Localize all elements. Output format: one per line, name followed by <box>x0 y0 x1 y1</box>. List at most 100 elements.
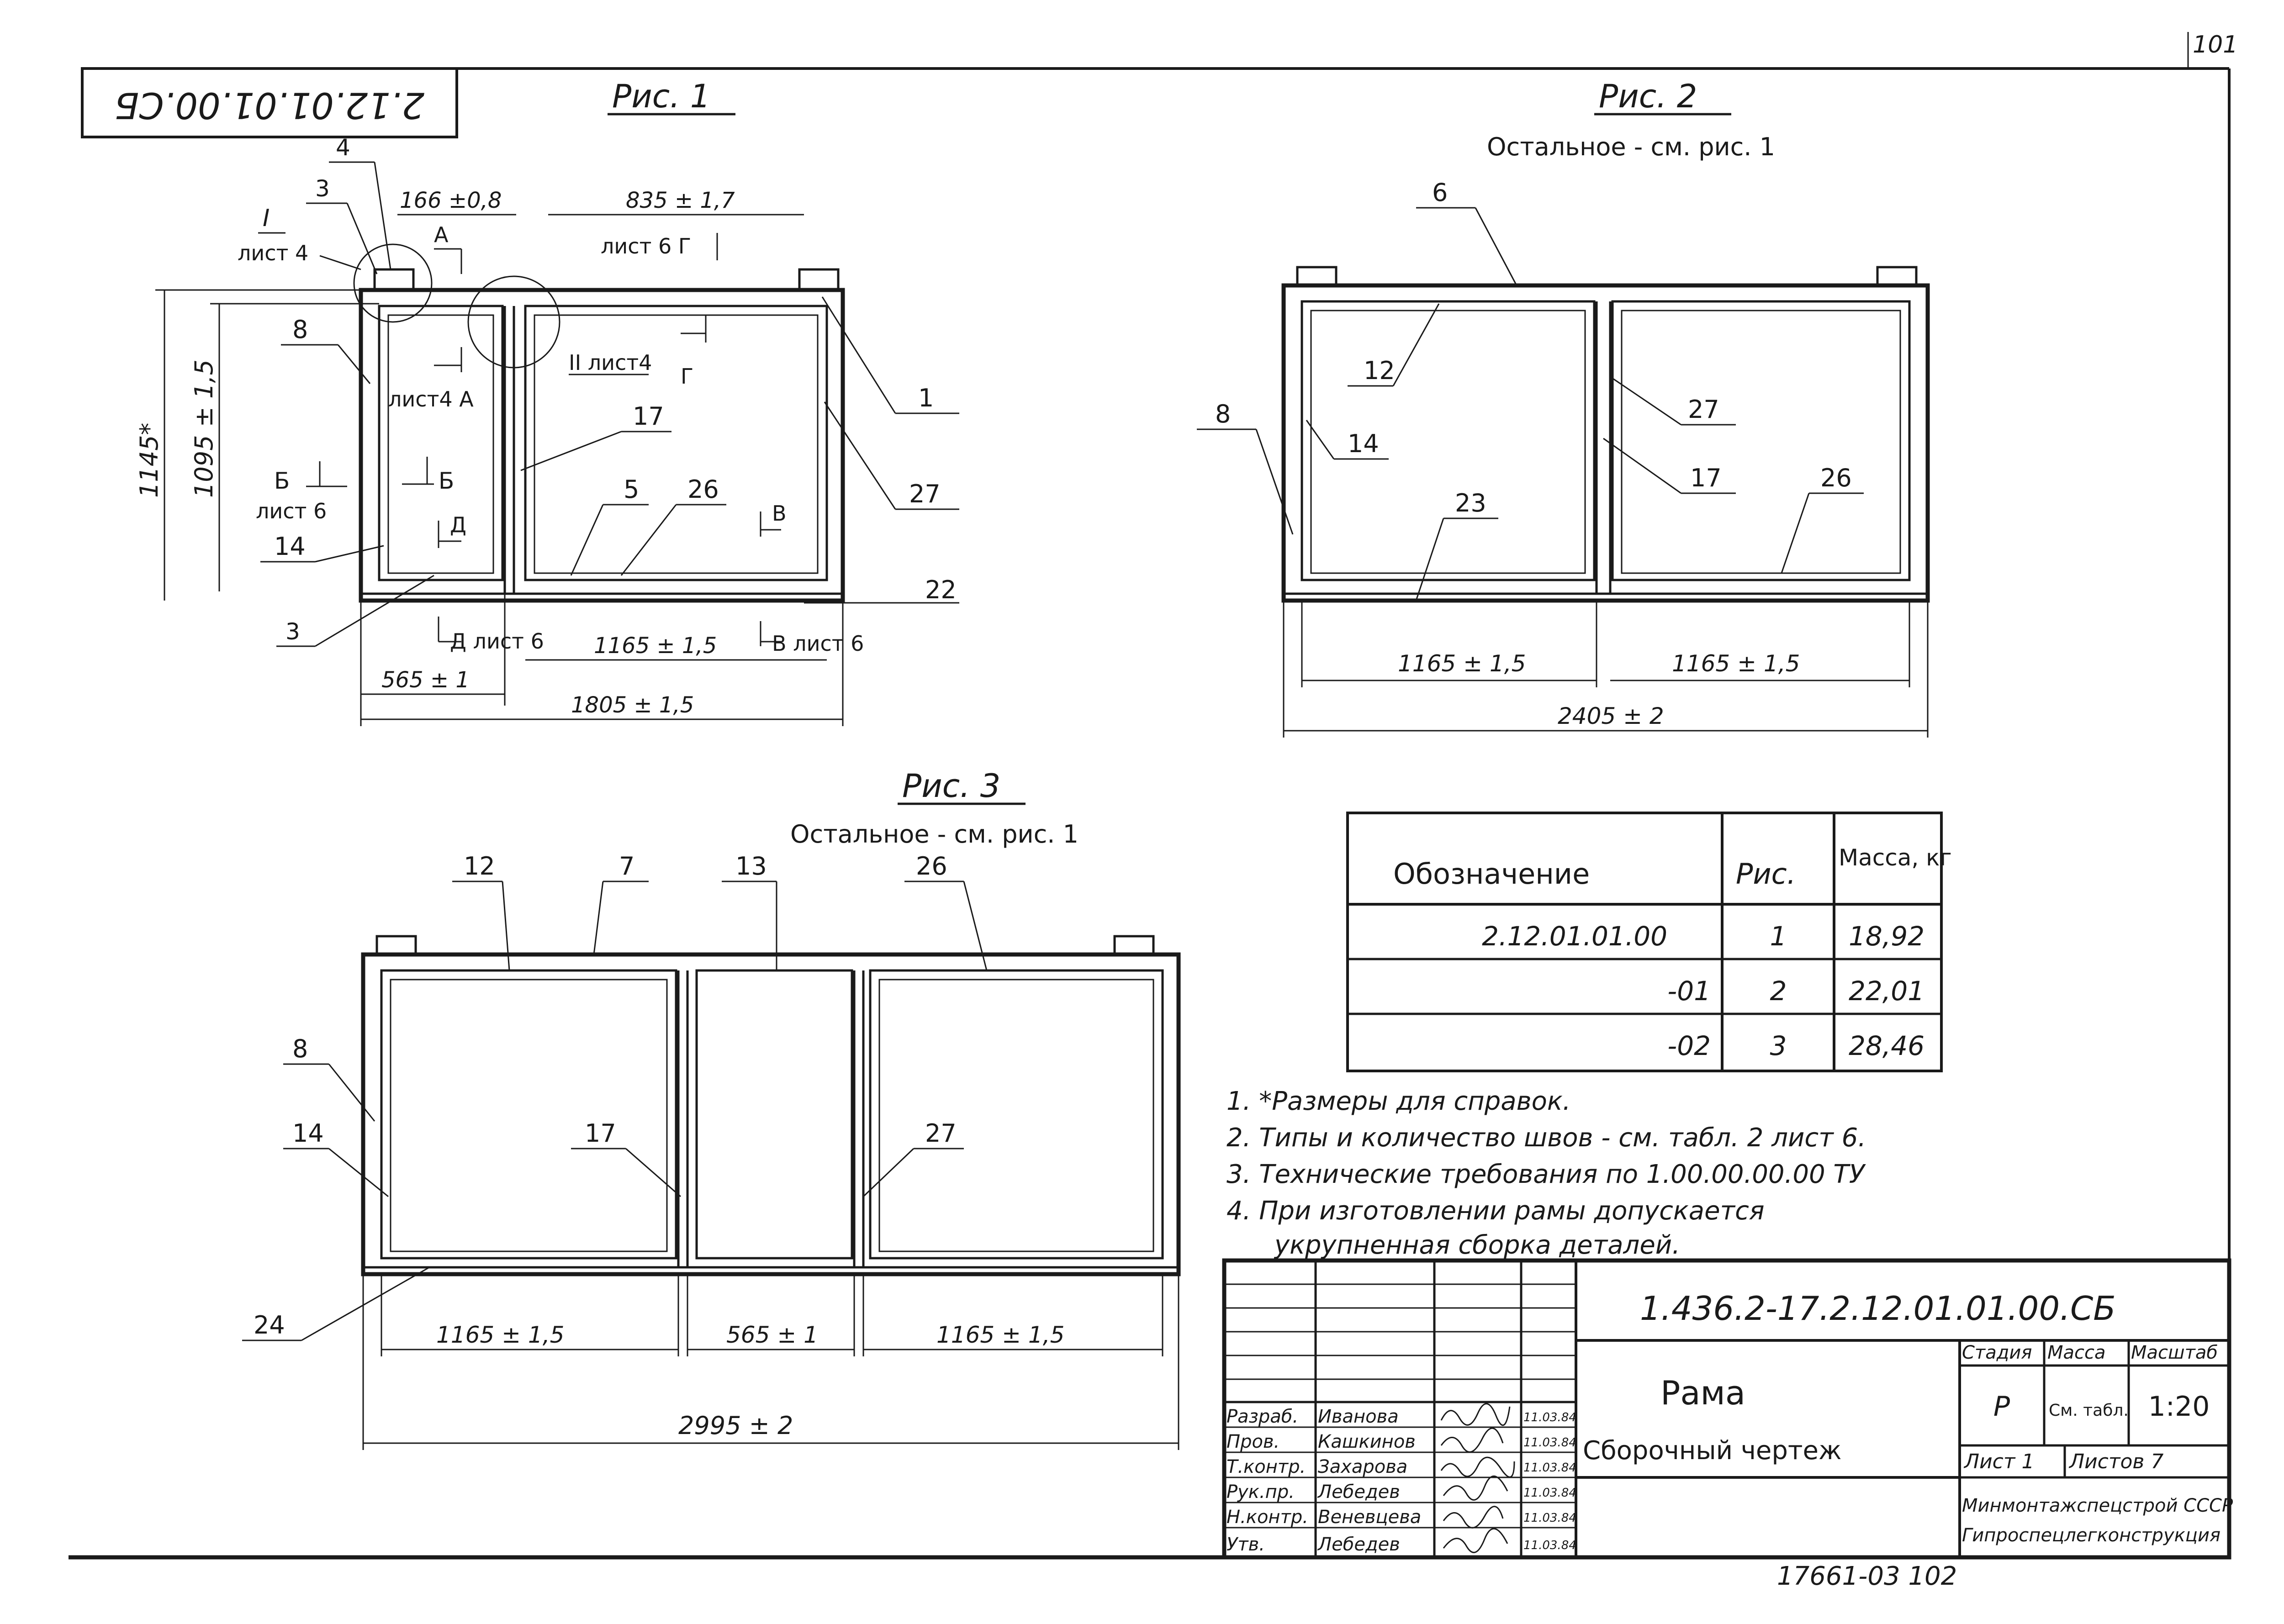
fig3-callout-17: 17 <box>585 1119 616 1148</box>
table-header-mass: Масса, кг <box>1839 844 1952 871</box>
fig2-callouts: 6 12 8 14 27 17 26 23 <box>1197 178 1864 601</box>
fig3-title: Рис. 3 <box>902 767 1000 805</box>
designation: 1.436.2-17.2.12.01.01.00.СБ <box>1640 1289 2116 1328</box>
rotated-stamp: 2.12.01.01.00.СБ <box>81 67 458 138</box>
fig2-callout-8: 8 <box>1215 400 1231 428</box>
date-3: 11.03.84 <box>1523 1461 1576 1475</box>
fig2-callout-26: 26 <box>1820 464 1852 492</box>
fig3-dim-1165a: 1165 ± 1,5 <box>436 1322 564 1348</box>
fig3-callout-7: 7 <box>619 852 634 881</box>
fig1-callout-22: 22 <box>925 575 957 604</box>
note-4: 4. При изготовлении рамы допускается <box>1227 1196 1765 1226</box>
role-6: Утв. <box>1227 1534 1265 1555</box>
fig1-callout-3a: 3 <box>315 175 330 202</box>
table-header-fig: Рис. <box>1736 857 1796 891</box>
fig1-section-I: I <box>263 205 270 232</box>
fig1-callout-5: 5 <box>624 475 639 504</box>
fig1-callout-8: 8 <box>292 315 308 344</box>
doc-type: Сборочный чертеж <box>1583 1436 1841 1466</box>
sheets-label: Листов 7 <box>2068 1450 2163 1473</box>
fig2-callout-14: 14 <box>1348 429 1379 458</box>
fig1-callout-17: 17 <box>633 402 664 431</box>
sheet-label: Лист 1 <box>1963 1450 2034 1473</box>
figure-1: Рис. 1 166 ±0,8 835 ± 1,7 1145* 1095 ± 1 <box>135 78 959 726</box>
table-row-1-mass: 18,92 <box>1849 921 1924 952</box>
name-4: Лебедев <box>1317 1482 1400 1503</box>
fig2-callout-17: 17 <box>1690 464 1722 492</box>
note-4-cont: укрупненная сборка деталей. <box>1274 1230 1680 1260</box>
fig3-callout-24: 24 <box>254 1311 285 1339</box>
scale-value: 1:20 <box>2148 1391 2210 1423</box>
fig1-section-D-top: Д <box>450 512 466 537</box>
figure-3: Рис. 3 Остальное - см. рис. 1 1165 ± 1,5… <box>242 767 1181 1450</box>
stamp-code: 2.12.01.01.00.СБ <box>115 84 425 126</box>
date-5: 11.03.84 <box>1523 1511 1576 1525</box>
name-5: Веневцева <box>1318 1507 1421 1528</box>
fig2-subtitle: Остальное - см. рис. 1 <box>1487 132 1775 161</box>
fig3-subtitle: Остальное - см. рис. 1 <box>790 820 1079 849</box>
fig1-dim-1165: 1165 ± 1,5 <box>594 633 717 659</box>
fig1-dim-1805: 1805 ± 1,5 <box>571 692 694 718</box>
table-row-1-fig: 1 <box>1770 921 1787 952</box>
fig1-section-I-sheet: лист 4 <box>238 241 308 265</box>
note-3: 3. Технические требования по 1.00.00.00.… <box>1227 1160 1866 1189</box>
date-1: 11.03.84 <box>1523 1411 1576 1424</box>
fig2-title: Рис. 2 <box>1599 78 1697 115</box>
date-4: 11.03.84 <box>1523 1486 1576 1500</box>
fig2-callout-27: 27 <box>1688 395 1719 424</box>
fig1-section-B-arrow: Б <box>439 468 454 494</box>
stage-value: Р <box>1993 1391 2010 1423</box>
org-1: Минмонтажспецстрой СССР <box>1962 1495 2233 1516</box>
fig3-callout-14: 14 <box>292 1119 324 1148</box>
signatures <box>1440 1403 1515 1553</box>
fig3-callout-26: 26 <box>916 852 947 881</box>
sheet-number: 101 <box>2193 31 2238 58</box>
fig3-dim-1165b: 1165 ± 1,5 <box>936 1322 1064 1348</box>
table-row-2-designation: -01 <box>1667 975 1711 1007</box>
fig1-section-D-sheet: Д лист 6 <box>450 629 544 654</box>
detail-circle-I <box>353 243 433 323</box>
table-row-1-designation: 2.12.01.01.00 <box>1482 921 1667 952</box>
fig1-callout-1: 1 <box>918 384 934 412</box>
fig1-callouts: 4 3 8 14 3 1 27 17 5 <box>260 134 959 647</box>
notes: 1. *Размеры для справок. 2. Типы и колич… <box>1227 1086 1866 1260</box>
fig1-section-marks: I лист 4 А лист4 А II лист4 лист 6 Г Г Б… <box>238 205 864 656</box>
part-name: Рама <box>1660 1374 1745 1412</box>
fig1-dim-166: 166 ±0,8 <box>400 188 502 213</box>
table-row-3-designation: -02 <box>1667 1030 1711 1061</box>
fig1-section-B-sheet: лист 6 <box>256 499 327 523</box>
mass-value: См. табл. <box>2049 1401 2129 1420</box>
fig1-section-A-sheet: лист4 А <box>388 387 474 411</box>
role-5: Н.контр. <box>1227 1507 1308 1528</box>
fig1-callout-3b: 3 <box>286 618 300 645</box>
fig3-callout-13: 13 <box>735 852 767 881</box>
role-4: Рук.пр. <box>1227 1482 1295 1503</box>
fig3-dimensions: 1165 ± 1,5 565 ± 1 1165 ± 1,5 2995 ± 2 <box>362 1274 1179 1450</box>
fig2-dim-2405: 2405 ± 2 <box>1558 703 1664 729</box>
stage-label: Стадия <box>1962 1342 2032 1363</box>
fig3-callout-8: 8 <box>292 1034 308 1063</box>
fig2-dim-1165b: 1165 ± 1,5 <box>1672 650 1800 677</box>
fig3-dim-565: 565 ± 1 <box>726 1322 818 1348</box>
fig2-callout-6: 6 <box>1432 178 1448 207</box>
fig1-section-V-sheet: В лист 6 <box>772 631 864 656</box>
fig3-dim-2995: 2995 ± 2 <box>678 1411 793 1440</box>
mass-table: Обозначение Рис. Масса, кг 2.12.01.01.00… <box>1346 812 1952 1072</box>
bottom-code: 17661-03 102 <box>1777 1561 1957 1591</box>
fig1-section-V-top: В <box>772 501 787 526</box>
fig3-callout-27: 27 <box>925 1119 957 1148</box>
table-header-designation: Обозначение <box>1393 857 1590 891</box>
fig2-callout-23: 23 <box>1455 489 1486 517</box>
fig2-dim-1165a: 1165 ± 1,5 <box>1398 650 1526 677</box>
table-row-2-mass: 22,01 <box>1849 975 1924 1007</box>
name-2: Кашкинов <box>1318 1431 1416 1452</box>
role-1: Разраб. <box>1227 1406 1298 1427</box>
figure-2: Рис. 2 Остальное - см. рис. 1 1165 ± 1,5… <box>1197 78 1930 738</box>
fig1-dim-835: 835 ± 1,7 <box>626 188 735 213</box>
fig1-dim-1145: 1145* <box>135 423 164 498</box>
fig1-section-A-top: А <box>434 222 449 247</box>
name-1: Иванова <box>1318 1406 1399 1427</box>
name-6: Лебедев <box>1317 1534 1400 1555</box>
role-3: Т.контр. <box>1227 1456 1306 1477</box>
